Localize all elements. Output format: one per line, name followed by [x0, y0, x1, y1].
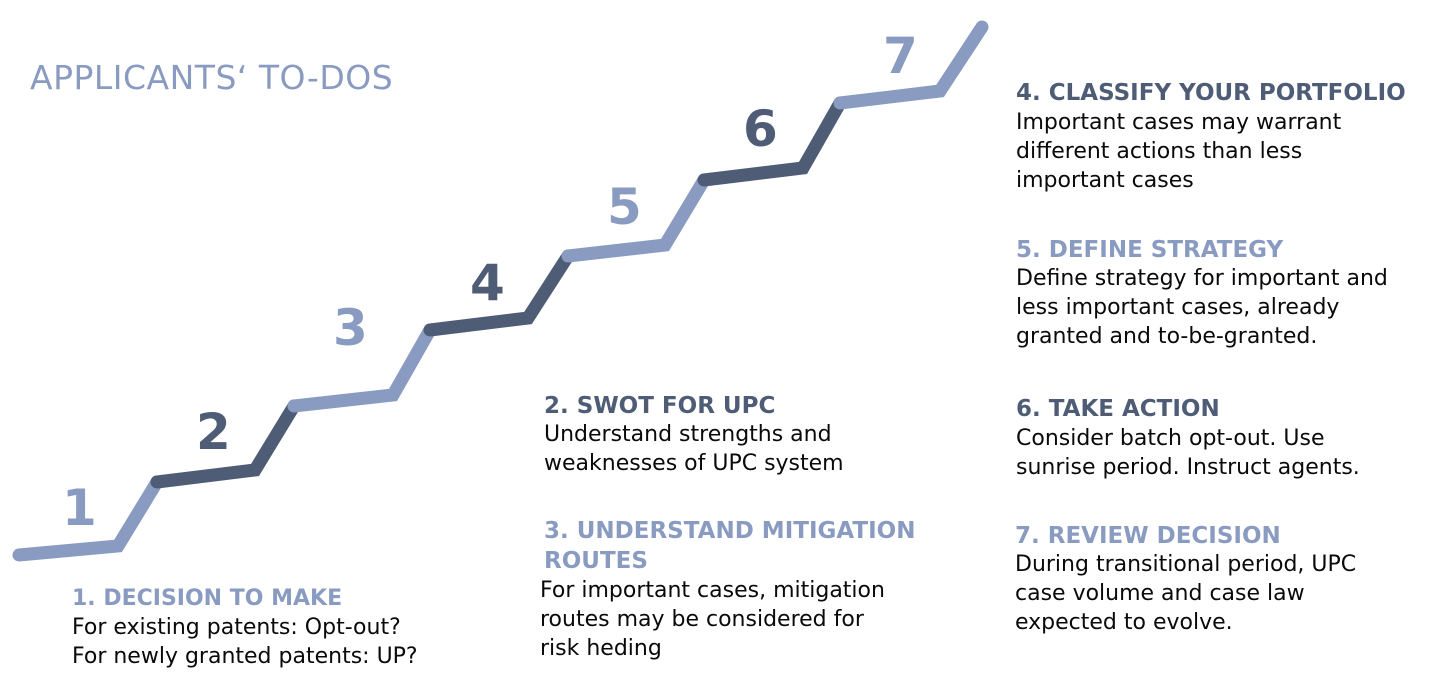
stair-number-4: 4 [470, 254, 505, 312]
step-7-body: During transitional period, UPC case vol… [1015, 550, 1356, 637]
stair-segment-5 [561, 173, 711, 263]
step-6-heading: 6. TAKE ACTION [1016, 396, 1220, 422]
step-2-body: Understand strengths and weaknesses of U… [544, 420, 844, 478]
step-5-line-2: less important cases, already [1016, 295, 1340, 320]
step-4-line-1: Important cases may warrant [1016, 110, 1342, 135]
step-2-heading: 2. SWOT FOR UPC [544, 393, 776, 419]
step-7-heading: 7. REVIEW DECISION [1015, 523, 1281, 549]
step-3-heading-line-1: 3. UNDERSTAND MITIGATION [544, 518, 916, 544]
step-3-heading-line-2: ROUTES [544, 548, 648, 574]
step-7-line-3: expected to evolve. [1015, 610, 1233, 635]
stair-number-5: 5 [607, 178, 642, 236]
step-5-line-3: granted and to-be-granted. [1016, 324, 1318, 349]
step-3-line-2: routes may be considered for [540, 607, 864, 632]
step-6-line-2: sunrise period. Instruct agents. [1016, 455, 1360, 480]
step-3-heading: 3. UNDERSTAND MITIGATION ROUTES [544, 516, 915, 576]
step-3-block: 3. UNDERSTAND MITIGATION ROUTES For impo… [540, 516, 915, 663]
stair-segment-3 [287, 323, 437, 413]
step-1-body: For existing patents: Opt-out? For newly… [72, 613, 418, 671]
step-1-line-2: For newly granted patents: UP? [72, 644, 418, 669]
step-2-line-1: Understand strengths and [544, 422, 832, 447]
step-4-line-2: different actions than less [1016, 139, 1303, 164]
step-3-line-1: For important cases, mitigation [540, 578, 885, 603]
stair-segment-6 [697, 96, 847, 187]
step-5-line-1: Define strategy for important and [1016, 266, 1388, 291]
step-4-body: Important cases may warrant different ac… [1016, 108, 1406, 195]
step-1-line-1: For existing patents: Opt-out? [72, 615, 401, 640]
step-6-body: Consider batch opt-out. Use sunrise peri… [1016, 424, 1360, 482]
step-4-block: 4. CLASSIFY YOUR PORTFOLIO Important cas… [1016, 78, 1406, 195]
step-3-body: For important cases, mitigation routes m… [540, 576, 915, 663]
step-7-line-2: case volume and case law [1015, 581, 1305, 606]
step-7-block: 7. REVIEW DECISION During transitional p… [1015, 522, 1356, 637]
stair-segment-4 [423, 249, 575, 337]
step-5-block: 5. DEFINE STRATEGY Define strategy for i… [1016, 236, 1388, 351]
stair-segment-1 [12, 475, 164, 562]
stair-number-1: 1 [62, 479, 97, 537]
stair-number-7: 7 [883, 27, 918, 85]
step-4-heading: 4. CLASSIFY YOUR PORTFOLIO [1016, 80, 1406, 106]
step-7-line-1: During transitional period, UPC [1015, 552, 1357, 577]
stair-segment-2 [150, 399, 301, 489]
step-6-line-1: Consider batch opt-out. Use [1016, 426, 1325, 451]
step-2-line-2: weaknesses of UPC system [544, 451, 844, 476]
stair-number-3: 3 [333, 299, 368, 357]
stair-segment-7 [833, 20, 989, 110]
step-1-heading: 1. DECISION TO MAKE [72, 586, 343, 611]
step-6-block: 6. TAKE ACTION Consider batch opt-out. U… [1016, 394, 1360, 482]
step-3-line-3: risk heding [540, 636, 662, 661]
page-title: APPLICANTS‘ TO-DOS [30, 58, 394, 97]
stair-number-2: 2 [196, 403, 231, 461]
step-5-body: Define strategy for important and less i… [1016, 264, 1388, 351]
stair-number-6: 6 [743, 100, 778, 158]
step-5-heading: 5. DEFINE STRATEGY [1016, 237, 1284, 263]
step-4-line-3: important cases [1016, 168, 1194, 193]
step-2-block: 2. SWOT FOR UPC Understand strengths and… [544, 392, 844, 478]
step-1-block: 1. DECISION TO MAKE For existing patents… [72, 585, 418, 671]
